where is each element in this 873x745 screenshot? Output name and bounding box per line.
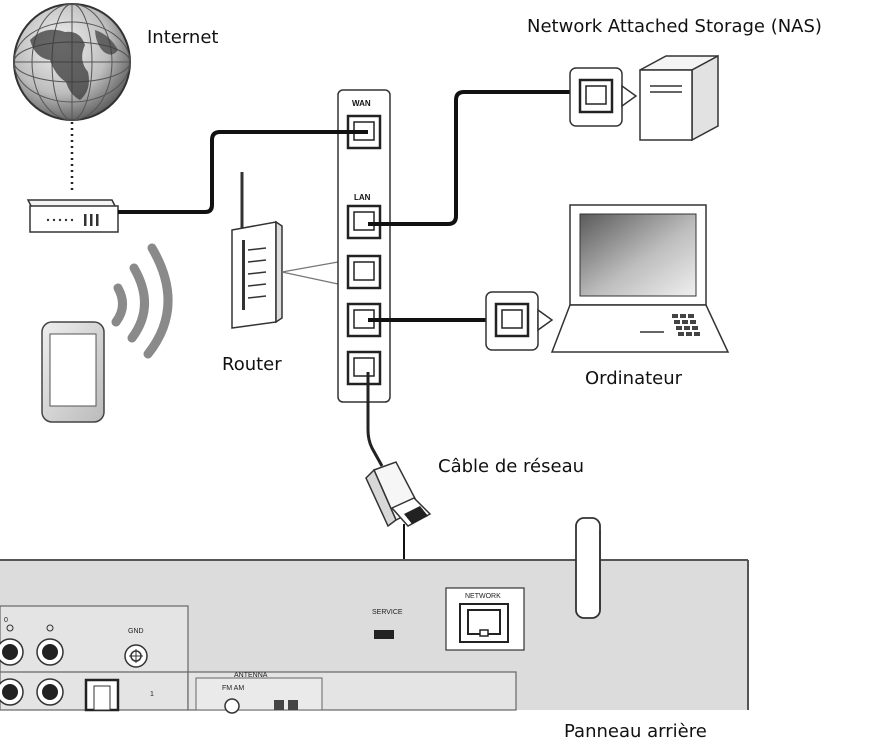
rca-jack: [0, 678, 24, 706]
computer-port-callout: [485, 291, 554, 351]
internet-label: Internet: [147, 27, 218, 48]
rca-marker-icon: [6, 624, 14, 632]
rear-panel-label: Panneau arrière: [564, 721, 707, 740]
rca-jack: [36, 678, 64, 706]
optical-input: [84, 678, 120, 712]
rear-network-port[interactable]: [459, 603, 509, 643]
rj45-plug-icon: [365, 461, 432, 528]
router-callout-line: [281, 271, 339, 285]
rca-jack: [36, 638, 64, 666]
lan-port-2[interactable]: [346, 254, 382, 290]
fm-am-label: FM AM: [222, 685, 244, 692]
globe-icon: [13, 3, 131, 121]
nas-icon: [639, 54, 719, 142]
modem-icon: [26, 199, 120, 233]
nas-label: Network Attached Storage (NAS): [527, 16, 822, 37]
router-icon: [231, 172, 283, 329]
am-antenna-terminal: [274, 700, 298, 710]
rca-jack: [0, 638, 24, 666]
gnd-terminal: [124, 644, 148, 668]
service-usb-port[interactable]: [374, 630, 394, 639]
lan-port-3[interactable]: [346, 302, 382, 338]
network-cable: [366, 372, 384, 467]
gnd-label: GND: [128, 628, 144, 635]
wan-cable: [118, 130, 368, 214]
input-number-label: 1: [150, 691, 154, 698]
wan-label: WAN: [352, 99, 371, 108]
rca-marker-icon: [46, 624, 54, 632]
nas-port-callout: [569, 67, 638, 127]
fm-antenna-jack: [224, 698, 240, 714]
computer-label: Ordinateur: [585, 368, 683, 389]
service-label: SERVICE: [372, 609, 403, 616]
router-callout-line: [281, 261, 339, 273]
wifi-signal-icon: [111, 243, 173, 359]
nas-cable: [368, 90, 598, 226]
network-label: NETWORK: [465, 593, 501, 600]
cable-label: Câble de réseau: [438, 456, 584, 477]
router-label: Router: [222, 354, 282, 375]
zero-label: 0: [4, 617, 8, 624]
smartphone-icon: [41, 321, 105, 423]
lan-label: LAN: [354, 193, 371, 202]
wireless-antenna-icon: [575, 517, 601, 619]
lan-port-4[interactable]: [346, 350, 382, 386]
laptop-icon: [550, 204, 730, 353]
antenna-label: ANTENNA: [234, 672, 268, 679]
